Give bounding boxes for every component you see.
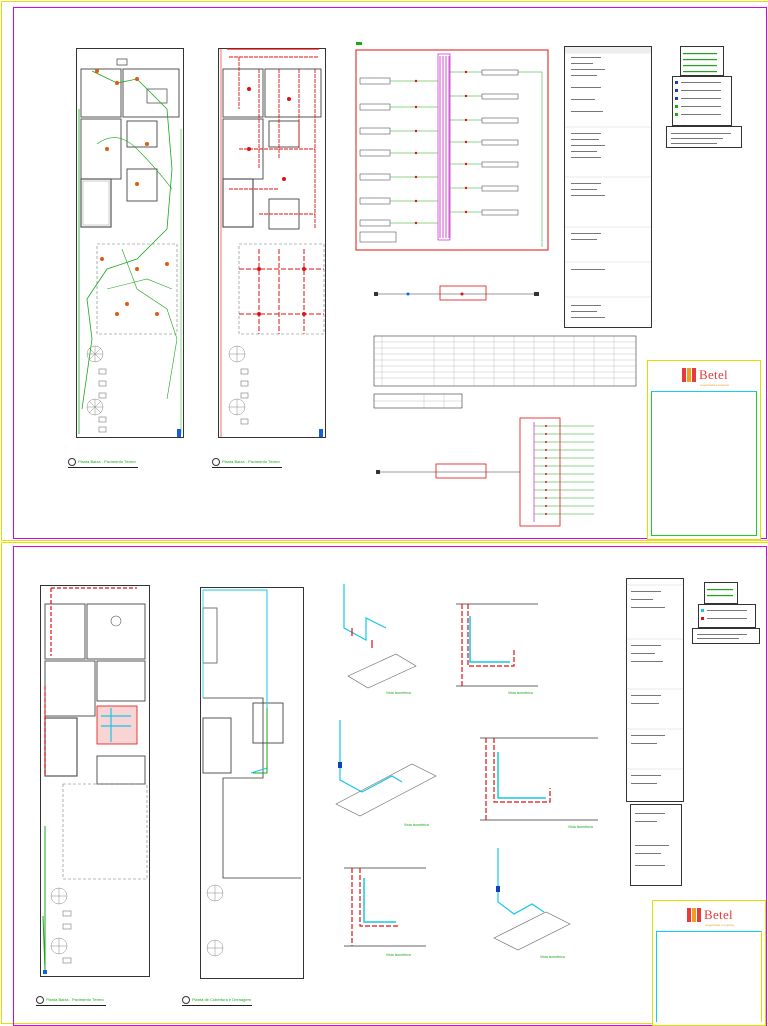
tree-icon (86, 345, 104, 416)
single-line-diagram-1 (374, 285, 539, 301)
notes-table-1 (666, 126, 742, 148)
floor-plan-hydraulic (40, 585, 150, 977)
materials-table-1 (564, 46, 652, 328)
isometric-view-5: Vista Isométrica (344, 867, 426, 957)
logo-blocks-icon: Betel engenharia e projetos (687, 907, 734, 927)
isometric-view-2: Vista Isométrica (456, 603, 538, 695)
legend-table-2 (672, 76, 732, 126)
isometric-view-1: Vista Isométrica (343, 584, 417, 695)
isometric-view-6: Vista Isométrica (493, 848, 571, 959)
legend-table-1 (680, 46, 724, 76)
svg-text:Vista Isométrica: Vista Isométrica (508, 691, 533, 695)
floor-plan-electrical (76, 48, 184, 438)
plan4-caption: Planta de Cobertura e Drenagem (182, 996, 252, 1006)
svg-text:Vista Isométrica: Vista Isométrica (386, 953, 411, 957)
svg-text:Vista Isométrica: Vista Isométrica (568, 825, 593, 829)
summary-table (373, 393, 463, 409)
panel-diagram (355, 42, 549, 251)
plan2-caption: Planta Baixa - Pavimento Térreo (212, 458, 282, 468)
logo-blocks-icon: Betel engenharia e projetos (682, 367, 729, 387)
floor-plan-lighting (218, 48, 326, 438)
title-block-1: Betel engenharia e projetos (647, 360, 761, 540)
title-block-2: Betel engenharia e projetos (652, 900, 766, 1026)
plan4-drawing (202, 589, 301, 957)
isometric-view-4: Vista Isométrica (480, 737, 598, 829)
isometric-view-3: Vista Isométrica (335, 720, 437, 827)
distribution-diagram-2 (376, 417, 594, 527)
materials-table-2 (626, 578, 684, 802)
plan1-caption: Planta Baixa - Pavimento Térreo (68, 458, 138, 468)
load-table (373, 335, 637, 387)
svg-text:Vista Isométrica: Vista Isométrica (386, 691, 411, 695)
svg-text:Vista Isométrica: Vista Isométrica (540, 955, 565, 959)
notes-table-2 (692, 628, 760, 644)
outer-frame-top (1, 1, 768, 541)
floor-plan-roof (200, 587, 304, 979)
sheet-electrical (13, 7, 767, 539)
materials-table-3 (630, 804, 682, 886)
plan1-drawing (78, 58, 182, 437)
svg-text:Vista Isométrica: Vista Isométrica (404, 823, 429, 827)
plan3-caption: Planta Baixa - Pavimento Térreo (36, 996, 106, 1006)
plan3-drawing (42, 587, 148, 974)
legend-table-4 (698, 604, 756, 628)
legend-table-3 (704, 582, 738, 604)
plan2-drawing (220, 48, 325, 437)
